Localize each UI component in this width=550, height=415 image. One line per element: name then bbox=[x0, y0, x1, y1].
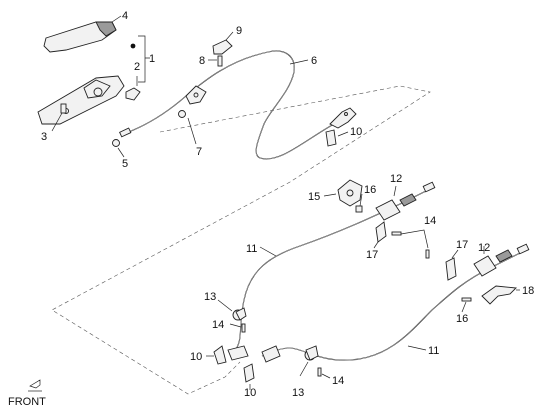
callout-12-upper: 12 bbox=[390, 173, 402, 185]
callout-5: 5 bbox=[122, 158, 128, 170]
bracket-part-15 bbox=[323, 179, 363, 207]
callout-8: 8 bbox=[199, 55, 205, 67]
clip-part-10-upper bbox=[325, 129, 349, 147]
bolt-part-16-lower bbox=[461, 297, 472, 313]
assembly-boundary-dashed bbox=[51, 85, 431, 395]
nut-part-5 bbox=[112, 139, 125, 158]
brake-handle-grip bbox=[43, 15, 122, 53]
cable-bracket-upper bbox=[329, 107, 357, 129]
dot-part-1 bbox=[130, 43, 136, 49]
callout-17-upper: 17 bbox=[366, 249, 378, 261]
clamp-part-13-upper bbox=[217, 299, 247, 321]
clip-part-10-lower bbox=[243, 363, 255, 390]
front-cable-part-6 bbox=[125, 50, 335, 160]
bolt-part-8 bbox=[208, 55, 223, 67]
callout-7: 7 bbox=[196, 146, 202, 158]
callout-15: 15 bbox=[308, 191, 320, 203]
callout-10-lower: 10 bbox=[244, 387, 256, 399]
front-label: FRONT bbox=[8, 396, 46, 408]
spring-clip-part-2 bbox=[125, 76, 141, 101]
callout-6: 6 bbox=[311, 55, 317, 67]
bolt-part-14-mid bbox=[229, 323, 246, 333]
adjuster-part-12-lower bbox=[473, 243, 530, 277]
clip-part-10-mid bbox=[206, 345, 249, 365]
callout-1: 1 bbox=[149, 53, 155, 65]
callout-16-upper: 16 bbox=[364, 184, 376, 196]
bolt-part-3 bbox=[51, 103, 67, 132]
callout-14-lower: 14 bbox=[332, 375, 344, 387]
clamp-part-13-lower bbox=[299, 345, 319, 377]
bolts-part-14-upper bbox=[391, 229, 430, 259]
callout-14-mid: 14 bbox=[212, 319, 224, 331]
callout-17-lower: 17 bbox=[456, 239, 468, 251]
adjuster-part-12-upper bbox=[375, 181, 436, 221]
callout-13-lower: 13 bbox=[292, 387, 304, 399]
clip-part-17-lower bbox=[445, 249, 459, 281]
bracket-part-18 bbox=[481, 285, 520, 305]
cable-end-fitting-front bbox=[119, 85, 207, 138]
callout-12-lower: 12 bbox=[478, 242, 490, 254]
clip-part-17-upper bbox=[373, 221, 387, 249]
cable-end-fitting-lower bbox=[261, 345, 281, 363]
front-direction-arrow-icon bbox=[28, 379, 42, 392]
callout-9: 9 bbox=[236, 25, 242, 37]
bolt-part-14-lower bbox=[317, 367, 331, 379]
callout-4: 4 bbox=[122, 10, 128, 22]
callout-13-upper: 13 bbox=[204, 291, 216, 303]
callout-16-lower: 16 bbox=[456, 313, 468, 325]
callout-11-upper: 11 bbox=[246, 243, 257, 255]
callout-18: 18 bbox=[522, 285, 534, 297]
callout-3: 3 bbox=[41, 131, 47, 143]
bracket-part-1 bbox=[138, 35, 150, 83]
callout-11-lower: 11 bbox=[428, 345, 439, 357]
bushing-part-7 bbox=[178, 110, 197, 145]
rear-cable-right-part-11 bbox=[233, 187, 433, 353]
brake-lever-assembly bbox=[37, 75, 125, 125]
clamp-part-9 bbox=[212, 31, 234, 55]
callout-10-upper: 10 bbox=[350, 126, 362, 138]
bolt-part-16-upper bbox=[355, 193, 363, 213]
callout-2: 2 bbox=[134, 61, 140, 73]
callout-10-mid: 10 bbox=[190, 351, 202, 363]
callout-14-upper: 14 bbox=[424, 215, 436, 227]
